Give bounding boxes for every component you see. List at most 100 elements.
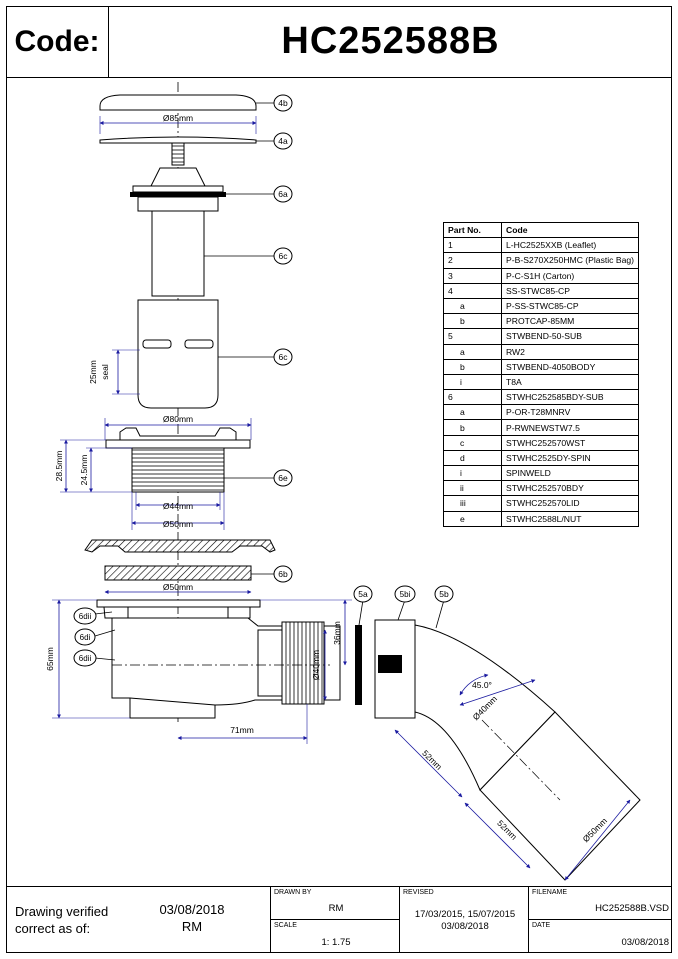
- part-no-cell: c: [443, 434, 502, 451]
- dim-45: 45.0°: [472, 680, 492, 690]
- drawn-by-box: DRAWN BY RM: [270, 886, 400, 920]
- part-code-cell: P-OR-T28MNRV: [501, 404, 639, 421]
- date: 03/08/2018: [621, 937, 669, 948]
- verified-by: RM: [181, 919, 203, 934]
- part-no-cell: d: [443, 449, 502, 467]
- dim-52a: 52mm: [420, 748, 444, 772]
- callout-6dii: 6dii: [73, 607, 97, 625]
- part-no-cell: 3: [443, 267, 502, 284]
- svg-text:5bi: 5bi: [400, 590, 411, 599]
- svg-text:6di: 6di: [80, 633, 91, 642]
- dim-36: 36mm: [332, 621, 342, 645]
- filename-label: FILENAME: [532, 889, 568, 896]
- part-no-cell: 5: [443, 328, 502, 345]
- verified-label: Drawing verified correct as of:: [15, 904, 109, 936]
- part-no-cell: b: [443, 419, 502, 436]
- svg-text:4b: 4b: [278, 98, 288, 108]
- dim-80: Ø80mm: [163, 414, 193, 424]
- part-code-cell: RW2: [501, 343, 639, 360]
- date-label: DATE: [532, 922, 551, 929]
- date-box: DATE 03/08/2018: [528, 919, 672, 953]
- svg-text:6a: 6a: [278, 189, 288, 199]
- part-code-cell: L-HC2525XXB (Leaflet): [501, 237, 639, 254]
- part-code-cell: P-RWNEWSTW7.5: [501, 419, 639, 436]
- dim-50b: Ø50mm: [163, 582, 193, 592]
- svg-text:6dii: 6dii: [79, 612, 92, 621]
- verified-date: 03/08/2018: [159, 902, 225, 917]
- svg-text:6dii: 6dii: [79, 654, 92, 663]
- waste-head-6a: [150, 167, 206, 187]
- part-no-cell: 1: [443, 237, 502, 254]
- part-no-cell: a: [443, 404, 502, 421]
- cap-4b: [99, 94, 257, 111]
- verified-box: Drawing verified correct as of: 03/08/20…: [6, 886, 271, 953]
- drawn-by-label: DRAWN BY: [274, 889, 312, 896]
- svg-text:6c: 6c: [279, 251, 289, 261]
- part-no-cell: i: [443, 373, 502, 391]
- dim-50a: Ø50mm: [163, 519, 193, 529]
- filename: HC252588B.VSD: [595, 903, 669, 914]
- part-code-cell: STWHC252585BDY-SUB: [501, 389, 639, 406]
- part-code-cell: STWHC2525DY-SPIN: [501, 449, 639, 467]
- washer: [84, 539, 276, 553]
- callout-4a: 4a: [273, 132, 293, 150]
- dim-28-5: 28.5mm: [54, 451, 64, 482]
- part-no-cell: b: [443, 313, 502, 330]
- callout-6a: 6a: [273, 185, 293, 203]
- callout-5a: 5a: [353, 585, 373, 603]
- part-code-cell: STWHC2588L/NUT: [501, 510, 639, 527]
- dim-65: 65mm: [45, 647, 55, 671]
- scale-box: SCALE 1: 1.75: [270, 919, 400, 953]
- callout-6dii: 6dii: [73, 649, 97, 667]
- part-code-cell: STWHC252570LID: [501, 495, 639, 512]
- callout-6c: 6c: [273, 348, 293, 366]
- part-code-cell: SPINWELD: [501, 464, 639, 482]
- dim-85: Ø85mm: [163, 113, 193, 123]
- svg-text:6c: 6c: [279, 352, 289, 362]
- part-code-cell: P-C-S1H (Carton): [501, 267, 639, 284]
- code-value: HC252588B: [109, 6, 672, 78]
- callout-5bi: 5bi: [394, 585, 416, 603]
- revised-label: REVISED: [403, 889, 434, 896]
- part-code-cell: PROTCAP-85MM: [501, 313, 639, 330]
- part-code-cell: STWHC252570WST: [501, 434, 639, 451]
- trap-flange: [96, 599, 261, 608]
- part-no-cell: iii: [443, 495, 502, 512]
- callout-6e: 6e: [273, 469, 293, 487]
- cage-6c: [137, 299, 219, 409]
- tube-6c: [151, 210, 205, 297]
- part-no-cell: 6: [443, 389, 502, 406]
- callout-6di: 6di: [74, 628, 96, 646]
- svg-text:5a: 5a: [358, 589, 368, 599]
- part-code-cell: STWHC252570BDY: [501, 480, 639, 497]
- dim-24-5: 24.5mm: [79, 455, 89, 486]
- part-no-cell: e: [443, 510, 502, 527]
- drawn-by: RM: [328, 903, 344, 914]
- scale-label: SCALE: [274, 922, 297, 929]
- dim-seal: seal: [100, 364, 110, 380]
- svg-text:4a: 4a: [278, 136, 288, 146]
- scale: 1: 1.75: [321, 937, 351, 948]
- svg-text:6b: 6b: [278, 569, 288, 579]
- plug-4a: [99, 136, 257, 144]
- callout-5b: 5b: [434, 585, 454, 603]
- filename-box: FILENAME HC252588B.VSD: [528, 886, 672, 920]
- part-code-cell: T8A: [501, 373, 639, 391]
